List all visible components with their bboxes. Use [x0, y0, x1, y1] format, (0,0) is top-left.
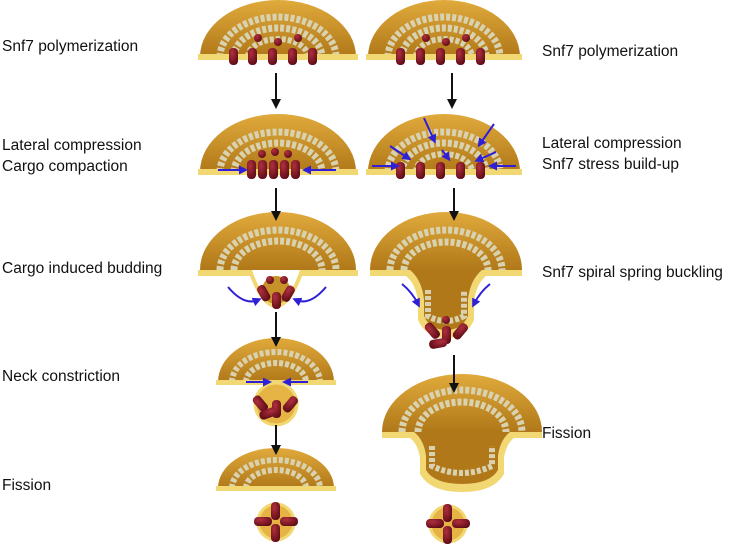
left-stage-4-neck-constriction	[216, 338, 336, 427]
right-label-snf7-spiral-spring-buckling: Snf7 spiral spring buckling	[542, 264, 723, 281]
flow-arrows	[271, 73, 459, 455]
left-label-fission: Fission	[2, 477, 52, 494]
right-label-fission: Fission	[542, 425, 592, 442]
right-label-snf7-stress-build-up: Snf7 stress build-up	[542, 156, 679, 173]
left-label-lateral-compression: Lateral compression	[2, 137, 142, 154]
left-stage-2-compression	[198, 114, 358, 179]
left-stage-1-polymerization	[198, 0, 358, 65]
left-label-neck-constriction: Neck constriction	[2, 368, 121, 385]
right-label-snf7-polymerization: Snf7 polymerization	[542, 43, 679, 60]
right-label-lateral-compression: Lateral compression	[542, 135, 682, 152]
left-label-cargo-compaction: Cargo compaction	[2, 158, 128, 175]
right-stage-2-stress	[366, 114, 522, 179]
left-stage-5-fission	[216, 448, 336, 542]
right-stage-1-polymerization	[366, 0, 522, 65]
left-stage-3-budding	[198, 212, 358, 309]
right-stage-4-fission	[382, 374, 542, 544]
left-label-snf7-polymerization: Snf7 polymerization	[2, 38, 139, 55]
right-stage-3-buckling	[370, 212, 522, 349]
left-label-cargo-induced-budding: Cargo induced budding	[2, 260, 163, 277]
